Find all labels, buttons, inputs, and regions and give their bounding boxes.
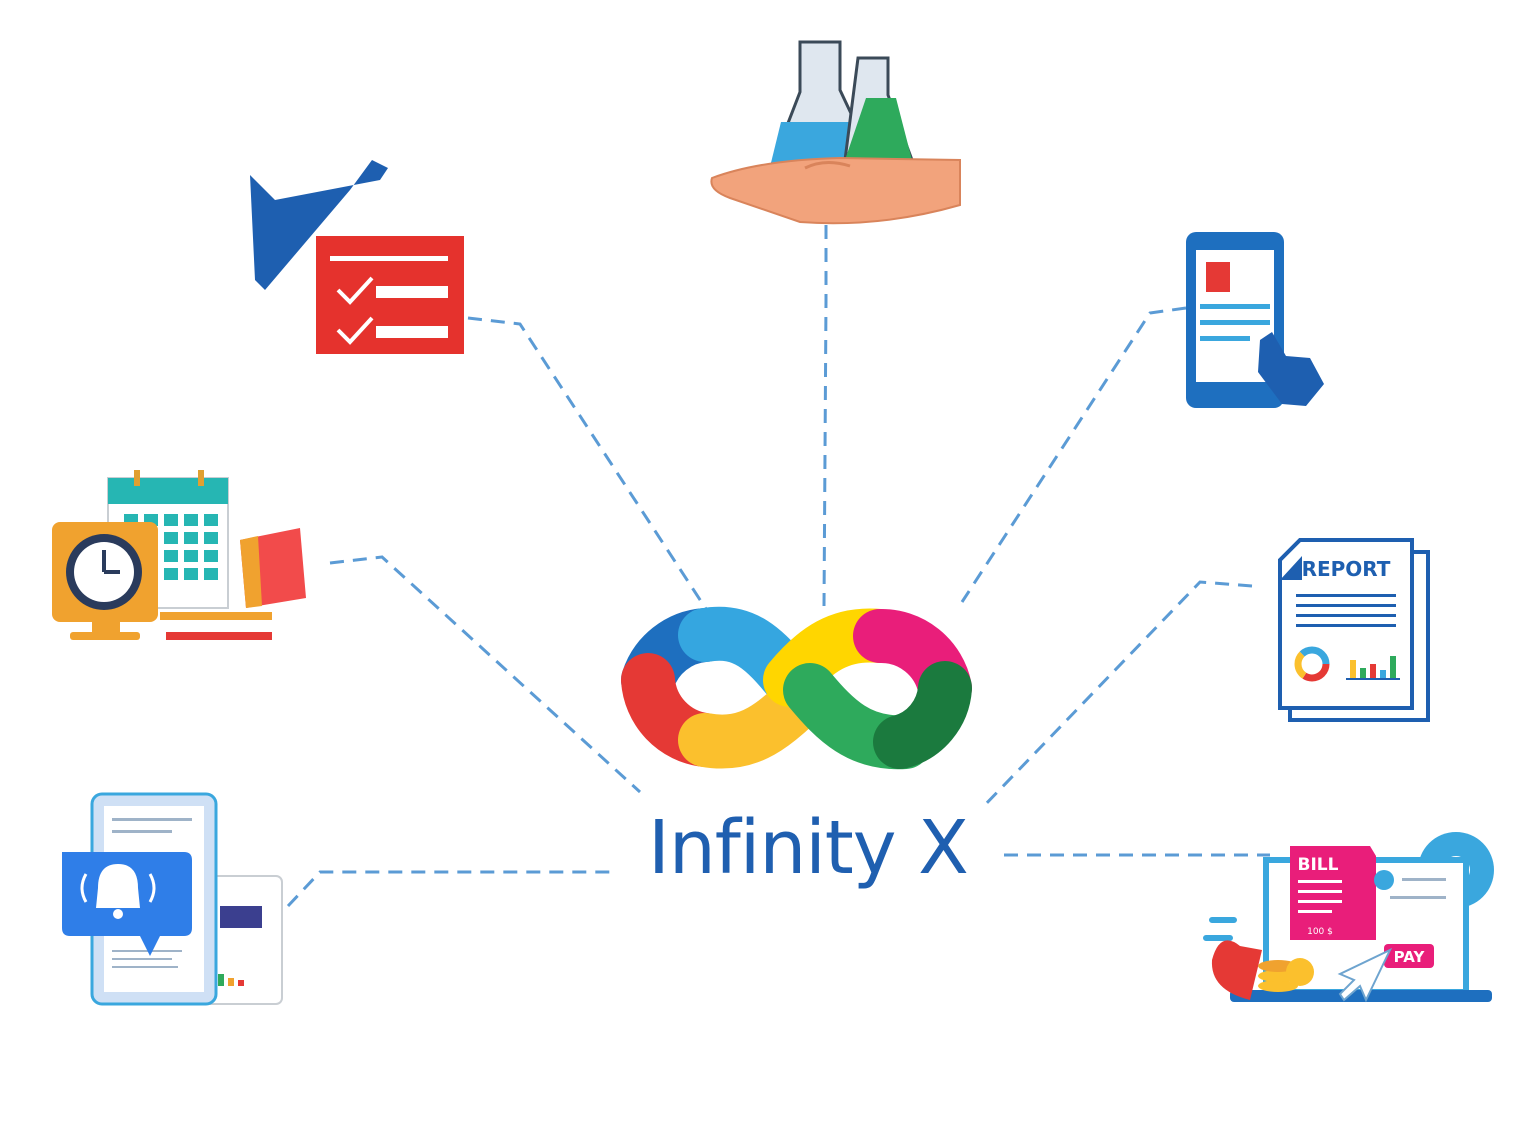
connector-scheduling: [329, 555, 642, 794]
brand-title: Infinity X: [648, 805, 969, 891]
connector-report: [980, 580, 1253, 810]
connector-maintenance: [467, 316, 710, 613]
connectors: [286, 225, 1270, 908]
bill-amount-label: 100 $: [1307, 927, 1333, 937]
report-label: REPORT: [1302, 557, 1391, 581]
bill-label: BILL: [1298, 855, 1339, 875]
pay-label: PAY: [1394, 948, 1426, 966]
tools-checklist-icon: [250, 160, 464, 354]
report-document-icon: REPORT: [1278, 538, 1430, 722]
bill-payment-icon: BILL 100 $ PAY: [1203, 832, 1494, 1003]
connector-alerts: [286, 870, 612, 908]
connector-mobile: [960, 306, 1187, 603]
calendar-clock-icon: [52, 470, 306, 640]
connector-lab: [822, 225, 828, 607]
mobile-touch-icon: [1186, 232, 1324, 408]
notification-bell-icon: [62, 792, 283, 1006]
infinity-logo: [621, 606, 972, 770]
hand-holding-flasks-icon: [710, 40, 961, 225]
